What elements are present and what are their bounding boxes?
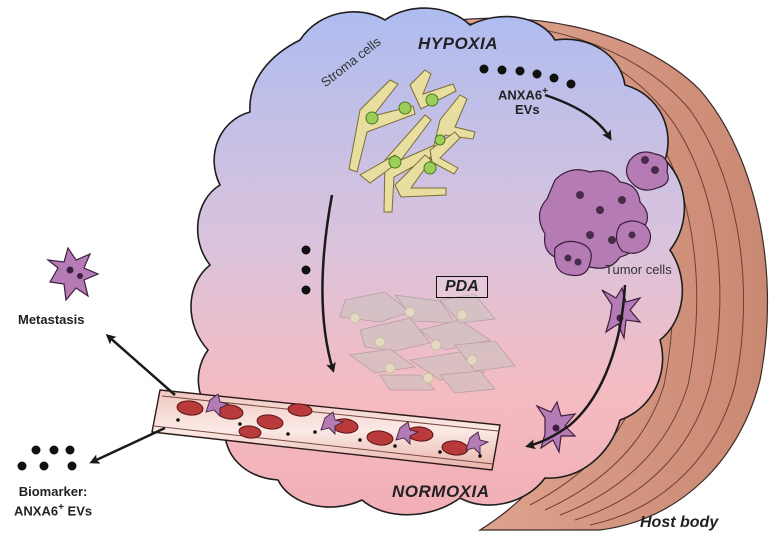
arrow-to-biomarker <box>89 426 166 464</box>
biomarker-label-line2: ANXA6+ EVs <box>14 500 92 519</box>
host-body-label: Host body <box>640 514 719 531</box>
arrow-stroma-to-vessel <box>321 194 336 373</box>
tumor-cells-label: Tumor cells <box>605 262 672 277</box>
metastasis-label: Metastasis <box>18 312 85 327</box>
evs-label-name: ANXA6 <box>498 87 543 103</box>
arrow-to-metastasis <box>105 334 176 396</box>
biomarker-ev-dots <box>17 445 77 471</box>
tumor-mass <box>190 7 686 516</box>
biomarker-label-line1: Biomarker: <box>18 484 88 499</box>
biomarker-label: Biomarker: ANXA6+ EVs <box>14 484 92 519</box>
blood-vessel-icon <box>151 389 501 471</box>
evs-label-line2: EVs <box>515 102 540 117</box>
arrow-tumor-to-vessel <box>525 284 627 450</box>
tumor-cell-cluster-icon <box>538 151 669 277</box>
normoxia-label: NORMOXIA <box>392 482 490 501</box>
ev-dots-left <box>301 245 311 295</box>
evs-label-sup: + <box>542 86 548 97</box>
ev-dots-top <box>479 64 576 89</box>
biomarker-label-sup: + <box>58 502 64 513</box>
evs-label: ANXA6+ <box>498 86 548 102</box>
stroma-cell-cluster-icon <box>348 69 476 213</box>
hypoxia-label: HYPOXIA <box>418 34 499 53</box>
metastasis-cell-icon <box>45 246 100 302</box>
pda-label: PDA <box>436 276 488 298</box>
biomarker-label-name: ANXA6 <box>14 503 59 519</box>
pda-stroma-background <box>339 291 516 394</box>
arrow-evs-to-tumor <box>544 93 612 141</box>
biomarker-label-suffix: EVs <box>63 503 93 519</box>
